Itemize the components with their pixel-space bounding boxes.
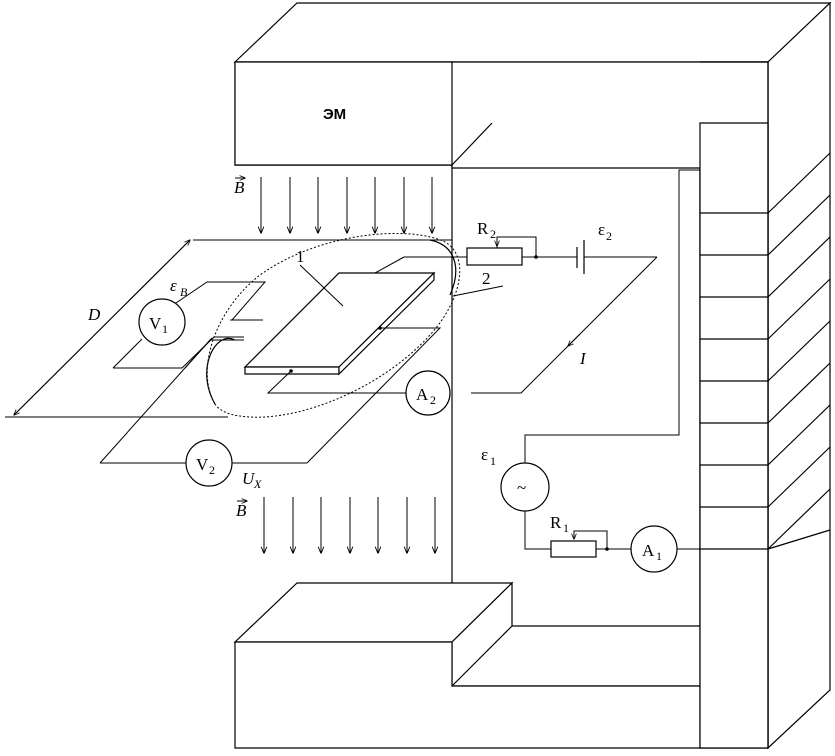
v2-circuit-wires <box>99 327 442 464</box>
hall-voltage-label: U X <box>242 469 262 491</box>
svg-text:V: V <box>196 455 209 474</box>
ammeter-a2: A 2 <box>405 370 451 416</box>
svg-text:~: ~ <box>517 478 526 497</box>
svg-text:U: U <box>242 469 256 488</box>
svg-text:1: 1 <box>490 454 496 468</box>
sample-plate <box>243 271 436 376</box>
resistor-r2: R 2 <box>466 219 538 266</box>
svg-text:2: 2 <box>606 229 612 243</box>
svg-text:B: B <box>234 178 245 197</box>
svg-text:A: A <box>416 385 429 404</box>
svg-text:1: 1 <box>563 521 569 535</box>
ammeter-a1: A 1 <box>630 525 678 573</box>
resistor-r1: R 1 <box>550 513 609 558</box>
svg-text:ε: ε <box>598 220 605 239</box>
sample-current-wires <box>266 236 658 394</box>
length-label: D <box>87 305 101 324</box>
ac-source-e1: ~ ε 1 <box>481 445 550 512</box>
svg-text:1: 1 <box>656 549 662 563</box>
v1-circuit-wires <box>112 281 267 369</box>
svg-text:B: B <box>236 501 247 520</box>
svg-text:A: A <box>642 541 655 560</box>
svg-text:ε: ε <box>170 276 177 295</box>
magnet-label: ЭМ <box>323 106 346 123</box>
svg-text:2: 2 <box>490 227 496 241</box>
svg-text:X: X <box>253 477 262 491</box>
magnet-coil-windings <box>700 152 831 550</box>
svg-text:2: 2 <box>430 393 436 407</box>
field-label-bottom: B <box>236 501 247 520</box>
svg-text:1: 1 <box>162 322 168 336</box>
current-direction: I <box>568 333 587 368</box>
svg-text:R: R <box>550 513 562 532</box>
electromagnet-core <box>233 1 832 750</box>
svg-text:2: 2 <box>209 463 215 477</box>
sample-label: 1 <box>296 247 305 266</box>
pickup-coil <box>206 232 461 418</box>
battery-e2: ε 2 <box>576 220 612 274</box>
svg-text:ε: ε <box>481 445 488 464</box>
voltmeter-v2: V 2 <box>185 439 233 487</box>
field-label-top: B <box>234 178 245 197</box>
svg-text:B: B <box>180 285 188 299</box>
svg-text:I: I <box>579 349 587 368</box>
svg-text:R: R <box>477 219 489 238</box>
field-arrows-bottom <box>264 497 435 553</box>
dimension-d <box>5 240 452 418</box>
svg-text:V: V <box>149 314 162 333</box>
coil-label: 2 <box>482 269 491 288</box>
voltmeter-v1: V 1 <box>138 298 186 346</box>
field-arrows-top <box>261 177 432 233</box>
emf-label-b: ε B <box>170 276 188 299</box>
